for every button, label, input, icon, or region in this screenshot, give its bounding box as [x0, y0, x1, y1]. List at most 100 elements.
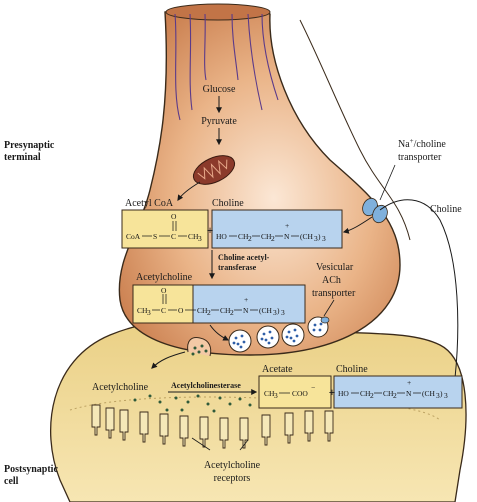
release-arrow [151, 351, 186, 369]
svg-text:+: + [407, 378, 411, 387]
svg-text:3: 3 [281, 308, 285, 317]
svg-text:CH: CH [360, 389, 371, 398]
svg-text:CH: CH [264, 389, 275, 398]
receptor [261, 414, 271, 446]
acetyl-coa-label: Acetyl CoA [125, 198, 174, 209]
svg-text:C: C [161, 306, 166, 315]
vesicular-label-2: ACh [322, 275, 341, 286]
choline-right-label: Choline [430, 204, 462, 215]
vesicle [228, 329, 252, 353]
svg-text:O: O [178, 306, 184, 315]
acetate-label: Acetate [262, 364, 293, 375]
acetylcholine-top-label: Acetylcholine [136, 272, 193, 283]
acetate-formula: CH 3 COO − [264, 383, 315, 400]
transporter-pointer [379, 164, 396, 201]
axon-fibers [174, 13, 279, 121]
choline-formula-top: HO CH 2 CH 2 N + (CH 3 ) 3 [216, 221, 326, 243]
receptor-pointer-1 [191, 437, 211, 451]
svg-text:S: S [153, 232, 157, 241]
na-choline-transporter-icon [362, 197, 388, 224]
svg-text:): ) [318, 232, 321, 241]
svg-text:CH: CH [238, 232, 249, 241]
vesicle-with-transporter [307, 316, 330, 338]
svg-text:3: 3 [314, 234, 318, 243]
acetylcholine-cleft-label: Acetylcholine [92, 382, 149, 393]
mitochondrion-icon [192, 155, 236, 185]
receptor [91, 404, 101, 436]
vesicular-label-1: Vesicular [316, 262, 354, 273]
presynaptic-label-2: terminal [4, 152, 41, 163]
na-choline-label-1: Na+/choline [398, 137, 446, 150]
receptor [159, 413, 169, 445]
svg-text:(CH: (CH [300, 232, 314, 241]
svg-text:CH: CH [261, 232, 272, 241]
choline-into-cell-arrow [342, 216, 373, 234]
svg-text:N: N [243, 306, 249, 315]
receptor [139, 411, 149, 443]
svg-text:CH: CH [188, 232, 199, 241]
svg-text:2: 2 [248, 234, 252, 243]
svg-text:−: − [311, 383, 315, 392]
svg-text:O: O [161, 286, 167, 295]
svg-text:2: 2 [230, 308, 234, 317]
svg-text:CH: CH [383, 389, 394, 398]
svg-text:3: 3 [274, 391, 278, 400]
svg-text:HO: HO [338, 389, 349, 398]
adjacent-membrane [299, 19, 411, 241]
svg-text:N: N [284, 232, 290, 241]
receptor [304, 410, 314, 442]
svg-text:3: 3 [273, 308, 277, 317]
svg-text:2: 2 [207, 308, 211, 317]
choline-bottom-box [333, 375, 463, 409]
svg-text:): ) [277, 306, 280, 315]
svg-text:N: N [406, 389, 412, 398]
svg-text:3: 3 [444, 391, 448, 400]
acetyl-coa-formula: CoA S C O CH 3 [126, 212, 202, 243]
choline-formula-bottom: HO CH 2 CH 2 N + (CH 3 ) 3 [338, 378, 448, 400]
vesicular-pointer [323, 299, 335, 317]
postsynaptic-label: Postsynaptic [4, 464, 58, 475]
svg-text:2: 2 [271, 234, 275, 243]
synaptic-vesicles [228, 316, 330, 353]
choline-bottom-label: Choline [336, 364, 368, 375]
pyruvate-label: Pyruvate [201, 116, 237, 127]
svg-text:+: + [285, 221, 289, 230]
receptor [284, 412, 294, 444]
receptor [105, 407, 115, 439]
svg-text:3: 3 [147, 308, 151, 317]
plus-sign: + [207, 225, 214, 237]
postsynaptic-label-2: cell [4, 476, 19, 487]
acetylcholine-receptors [91, 404, 334, 449]
svg-text:3: 3 [436, 391, 440, 400]
mito-arrow [177, 181, 201, 201]
receptor [179, 415, 189, 447]
svg-text:(CH: (CH [422, 389, 436, 398]
svg-text:CH: CH [197, 306, 208, 315]
ach-to-vesicle-arrow [209, 324, 230, 341]
svg-text:3: 3 [322, 234, 326, 243]
receptor [324, 410, 334, 442]
acetate-box [258, 375, 332, 409]
transferase-label-2: transferase [218, 263, 257, 272]
presynaptic-terminal [118, 6, 401, 356]
glucose-label: Glucose [203, 84, 236, 95]
receptor [239, 417, 249, 449]
receptor [219, 417, 229, 449]
svg-text:CH: CH [220, 306, 231, 315]
presynaptic-label: Presynaptic [4, 140, 55, 151]
receptors-label-2: receptors [214, 473, 251, 484]
svg-text:2: 2 [393, 391, 397, 400]
svg-text:CoA: CoA [126, 232, 141, 241]
vesicular-label-3: transporter [312, 288, 356, 299]
svg-text:C: C [171, 232, 176, 241]
acetylcholine-choline-box [192, 284, 306, 324]
released-ach-dots [191, 344, 208, 356]
acetyl-coa-box [121, 209, 209, 249]
svg-text:3: 3 [198, 234, 202, 243]
transferase-label-1: Choline acetyl- [218, 253, 270, 262]
acetylcholine-formula: CH 3 C O O CH 2 CH 2 N + (CH 3 ) 3 [137, 286, 285, 317]
svg-text:(CH: (CH [259, 306, 273, 315]
svg-text:): ) [440, 389, 443, 398]
axon-cap [165, 3, 271, 21]
